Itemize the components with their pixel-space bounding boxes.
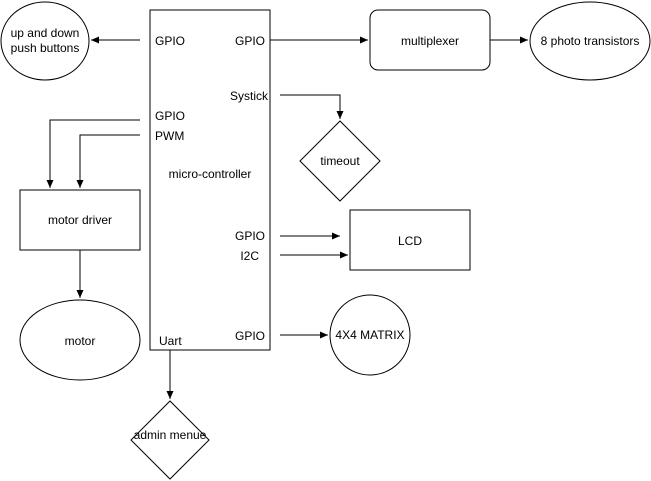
photo-transistors-label: 8 photo transistors (541, 34, 640, 48)
admin-menu-node[interactable]: admin menue (130, 400, 210, 480)
admin-menu-label: admin menue (134, 428, 207, 442)
pin-systick: Systick (230, 89, 269, 103)
push-buttons-node[interactable]: up and down push buttons (0, 1, 90, 81)
lcd-node[interactable]: LCD (349, 209, 471, 271)
micro-controller-label: micro-controller (169, 167, 252, 181)
pin-gpio-left-mid: GPIO (155, 109, 185, 123)
connectors (46, 36, 528, 399)
motor-driver-label: motor driver (48, 213, 112, 227)
motor-label: motor (65, 334, 96, 348)
arrow-systick-to-timeout (280, 94, 344, 119)
lcd-label: LCD (398, 234, 422, 248)
pin-gpio-lcd: GPIO (235, 229, 265, 243)
pin-gpio-matrix: GPIO (235, 329, 265, 343)
micro-controller-block[interactable]: micro-controller (149, 9, 271, 351)
pin-gpio-right-top: GPIO (235, 34, 265, 48)
motor-node[interactable]: motor (19, 299, 141, 381)
photo-transistors-node[interactable]: 8 photo transistors (529, 1, 651, 81)
multiplexer-label: multiplexer (401, 34, 459, 48)
pin-gpio-left-top: GPIO (155, 34, 185, 48)
multiplexer-node[interactable]: multiplexer (369, 9, 491, 71)
pin-i2c: I2C (240, 249, 259, 263)
push-buttons-label-line1: up and down (11, 26, 80, 40)
motor-driver-node[interactable]: motor driver (19, 189, 141, 251)
push-buttons-label-line2: push buttons (11, 41, 80, 55)
timeout-label: timeout (320, 154, 360, 168)
timeout-node[interactable]: timeout (299, 120, 381, 202)
pin-uart: Uart (159, 334, 182, 348)
arrow-pwm-to-motor-driver (76, 134, 140, 188)
arrow-gpio-to-motor-driver (46, 119, 140, 188)
matrix-label: 4X4 MATRIX (335, 328, 404, 342)
matrix-node[interactable]: 4X4 MATRIX (329, 294, 411, 376)
pin-pwm: PWM (155, 129, 184, 143)
